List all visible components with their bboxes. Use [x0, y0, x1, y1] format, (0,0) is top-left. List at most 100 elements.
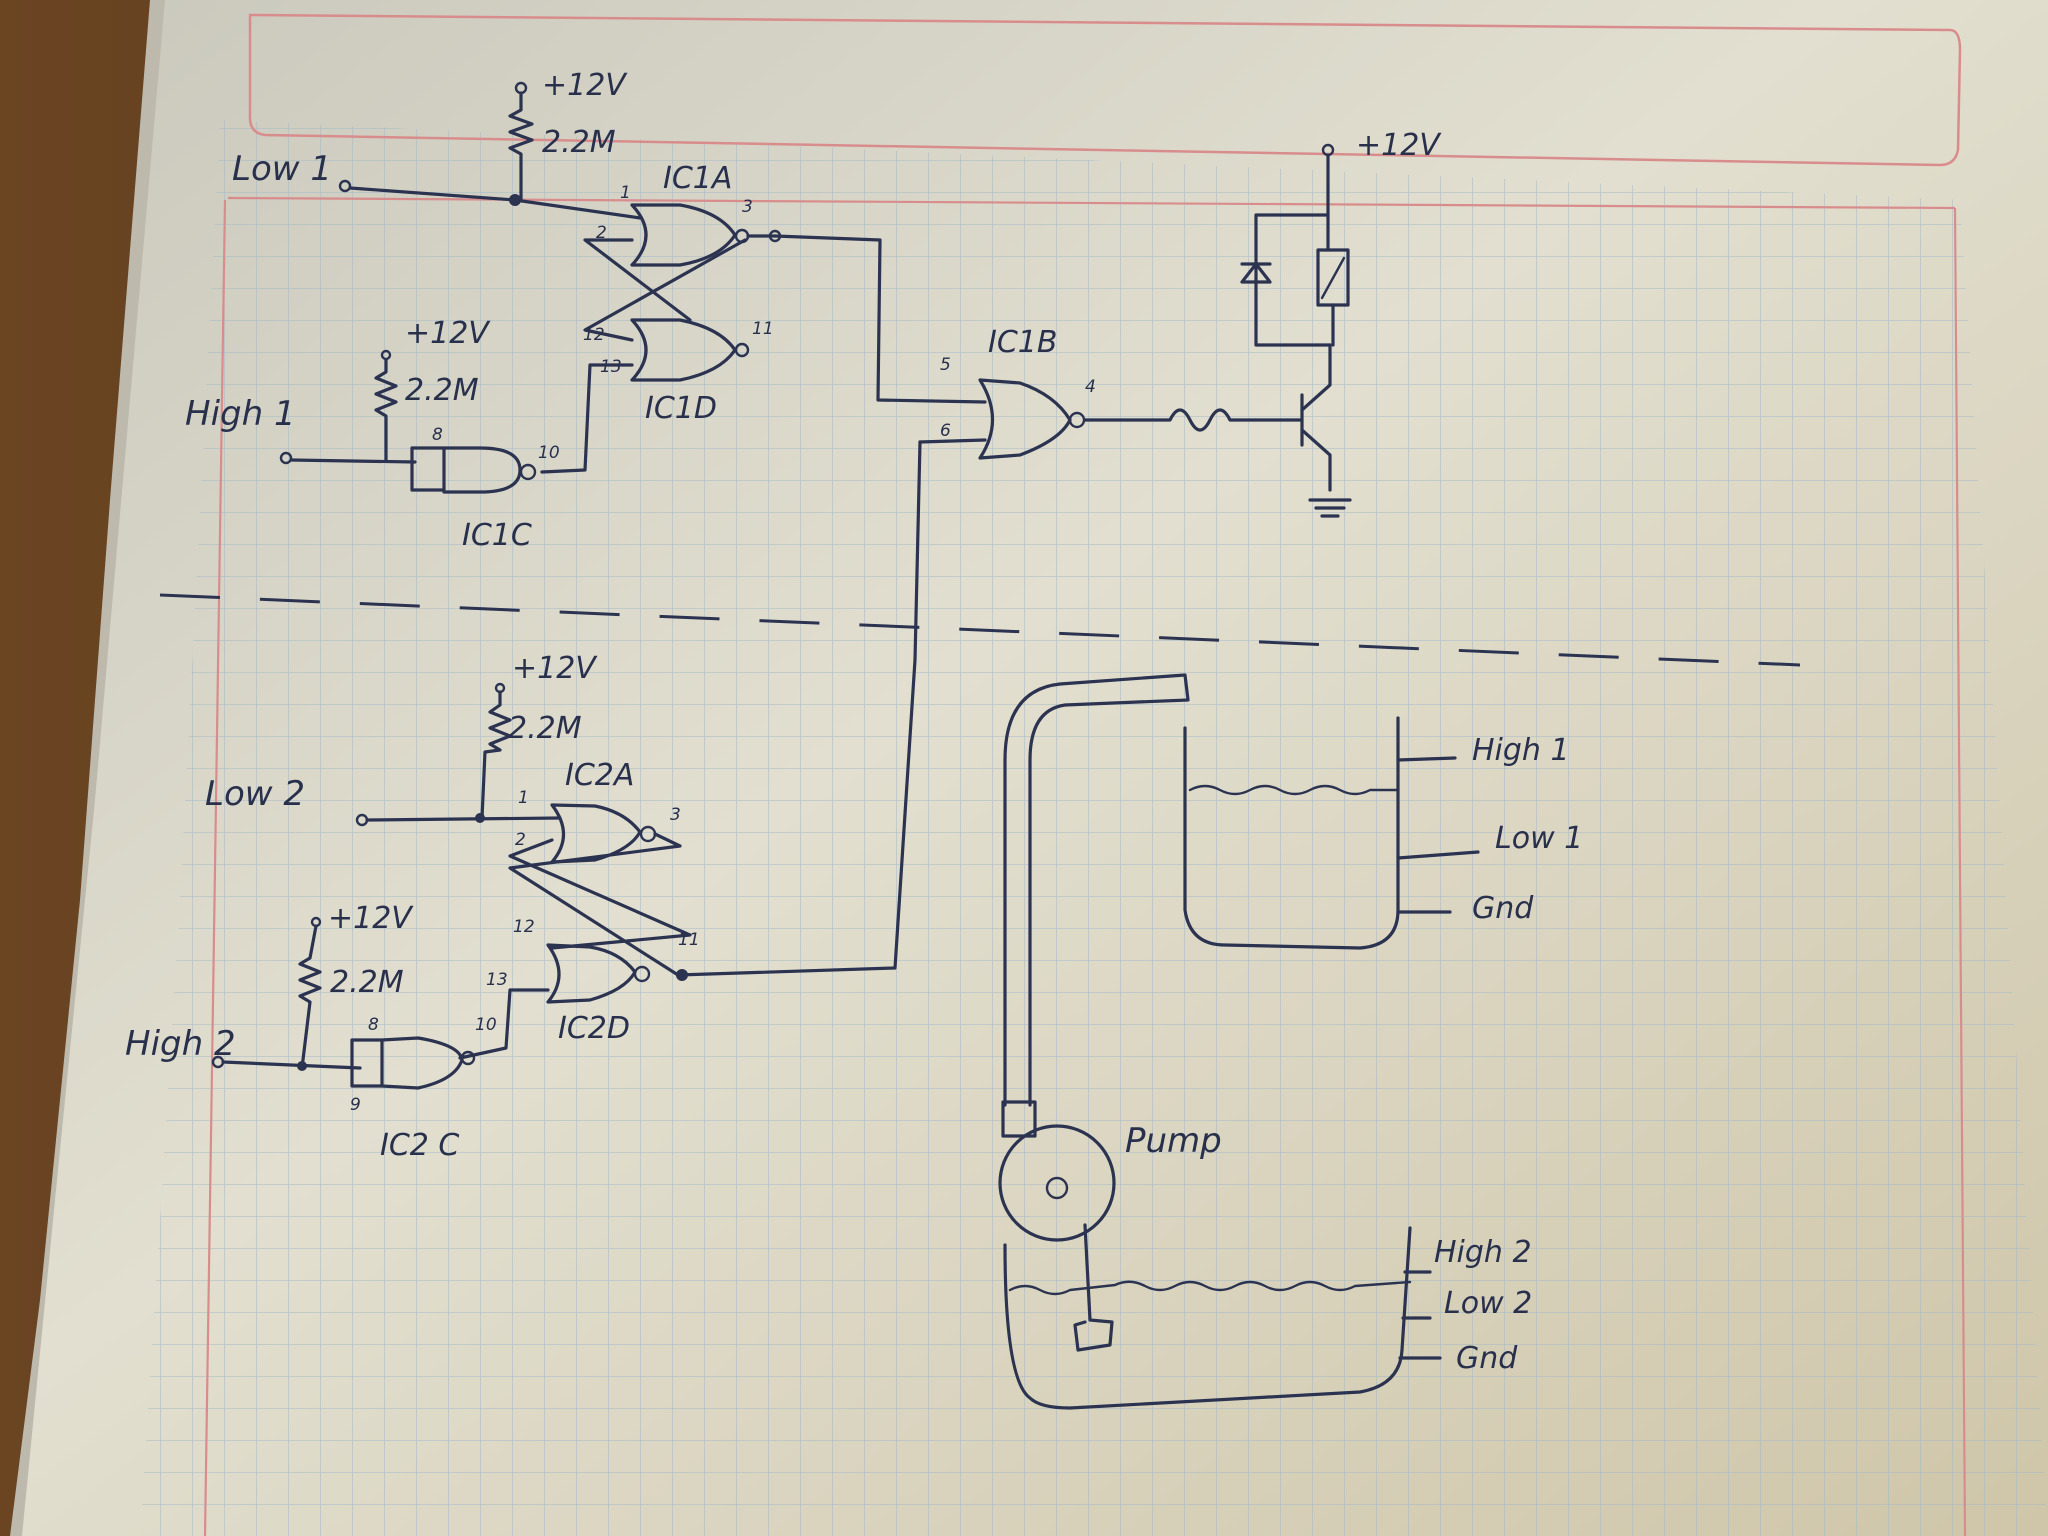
pin-label: 8 — [368, 1015, 379, 1035]
nor-gate-icon — [630, 203, 737, 267]
probe-label-gnd: Gnd — [1456, 1341, 1518, 1376]
probe-label-low: Low 2 — [1444, 1286, 1532, 1321]
junction-dot — [676, 969, 688, 981]
resistor-label: 2.2M — [542, 125, 616, 160]
wire — [289, 458, 417, 464]
suction-pipe — [1073, 1223, 1114, 1352]
pin-label: 4 — [1085, 377, 1096, 397]
wire — [1254, 153, 1332, 347]
input-label-high: High 1 — [185, 394, 296, 434]
lower-tank — [1003, 1226, 1412, 1410]
pump-inlet — [1001, 1100, 1037, 1138]
cross-coupling-wires — [508, 832, 692, 977]
pullup-resistor-icon — [298, 924, 322, 1070]
wire — [918, 438, 987, 444]
gate-label: IC1B — [988, 325, 1057, 360]
nor-gate-icon — [630, 318, 737, 382]
tanks-and-pump: High 1 Low 1 Gnd Pump High 2 Low 2 Gnd — [998, 673, 1583, 1410]
probe-label-high: High 2 — [1434, 1235, 1532, 1270]
probe-label-gnd: Gnd — [1472, 891, 1534, 926]
section-divider — [159, 593, 1801, 667]
pin-label: 11 — [752, 319, 774, 339]
pullup-resistor-icon — [508, 91, 534, 202]
wire — [540, 363, 634, 474]
gate-label: IC2D — [558, 1011, 630, 1046]
pin-label: 13 — [486, 970, 508, 990]
pin-label: 5 — [940, 355, 951, 375]
water-level-icon — [1008, 1280, 1412, 1296]
wire — [773, 234, 987, 404]
inverter-bubble-icon — [734, 342, 750, 358]
relay-coil-icon — [1320, 256, 1346, 300]
pullup-resistor-icon — [374, 358, 398, 462]
pin-label: 13 — [600, 357, 622, 377]
pin-label: 6 — [940, 421, 951, 441]
gate-label: IC2A — [565, 758, 634, 793]
pin-label: 1 — [518, 788, 529, 808]
probe-label-low: Low 1 — [1495, 821, 1583, 856]
pin-label: 10 — [475, 1015, 497, 1035]
pin-label: 1 — [620, 183, 631, 203]
wire — [458, 988, 550, 1060]
pullup-resistor-icon — [480, 690, 512, 820]
transistor-icon — [1300, 343, 1332, 492]
pump-icon — [998, 1124, 1116, 1242]
ground-icon — [1308, 498, 1352, 518]
pin-label: 3 — [742, 197, 753, 217]
gate-label: IC1C — [462, 518, 532, 553]
diode-icon — [1240, 262, 1272, 284]
pin-label: 3 — [670, 805, 681, 825]
vcc-label: +12V — [542, 68, 628, 103]
pin-label: 9 — [350, 1095, 361, 1115]
junction-dot — [297, 1061, 307, 1071]
top-circuit: +12V 2.2M Low 1 IC1A 1 2 3 IC1D 12 13 11… — [185, 68, 1442, 553]
vcc-label: +12V — [1356, 128, 1442, 163]
base-resistor-icon — [1083, 408, 1302, 432]
bottom-circuit: +12V 2.2M Low 2 IC2A 1 2 3 IC2D 12 13 11… — [125, 440, 922, 1163]
wire — [676, 440, 922, 977]
input-terminal-icon — [338, 179, 352, 193]
vcc-label: +12V — [328, 901, 414, 936]
input-label-low: Low 2 — [205, 774, 305, 814]
water-level-icon — [1188, 784, 1400, 796]
cross-coupling-wires — [583, 238, 747, 342]
gate-input-block — [350, 1038, 384, 1088]
pin-label: 10 — [538, 443, 560, 463]
pin-label: 8 — [432, 425, 443, 445]
inverter-bubble-icon — [519, 463, 537, 481]
nand-gate-icon — [442, 446, 522, 494]
sensor-probes — [1396, 756, 1480, 914]
pump-impeller-icon — [1045, 1176, 1069, 1200]
wire — [221, 1060, 362, 1070]
vcc-label: +12V — [512, 651, 598, 686]
input-label-low: Low 1 — [232, 149, 332, 189]
pin-label: 2 — [596, 223, 607, 243]
nor-gate-icon — [978, 378, 1072, 460]
nor-gate-icon — [550, 803, 642, 864]
pipe — [1003, 673, 1190, 1107]
inverter-bubble-icon — [460, 1050, 476, 1066]
upper-tank — [1183, 716, 1400, 950]
probe-label-high: High 1 — [1472, 733, 1570, 768]
pin-label: 12 — [513, 917, 535, 937]
gate-label: IC1A — [663, 161, 732, 196]
nor-gate-icon — [546, 943, 637, 1004]
resistor-label: 2.2M — [330, 965, 404, 1000]
pin-label: 2 — [515, 830, 526, 850]
sensor-probes — [1398, 1270, 1442, 1360]
vcc-label: +12V — [405, 316, 491, 351]
resistor-label: 2.2M — [405, 373, 479, 408]
resistor-label: 2.2M — [508, 711, 582, 746]
junction-dot — [475, 813, 485, 823]
wire — [365, 816, 562, 822]
gate-label: IC2 C — [380, 1128, 459, 1163]
pump-label: Pump — [1125, 1121, 1222, 1161]
junction-dot — [509, 194, 521, 206]
gate-input-block — [410, 446, 446, 492]
pin-label: 12 — [583, 325, 605, 345]
inverter-bubble-icon — [633, 965, 651, 983]
gate-label: IC1D — [645, 391, 717, 426]
input-terminal-icon — [279, 451, 293, 465]
pin-label: 11 — [678, 930, 700, 950]
